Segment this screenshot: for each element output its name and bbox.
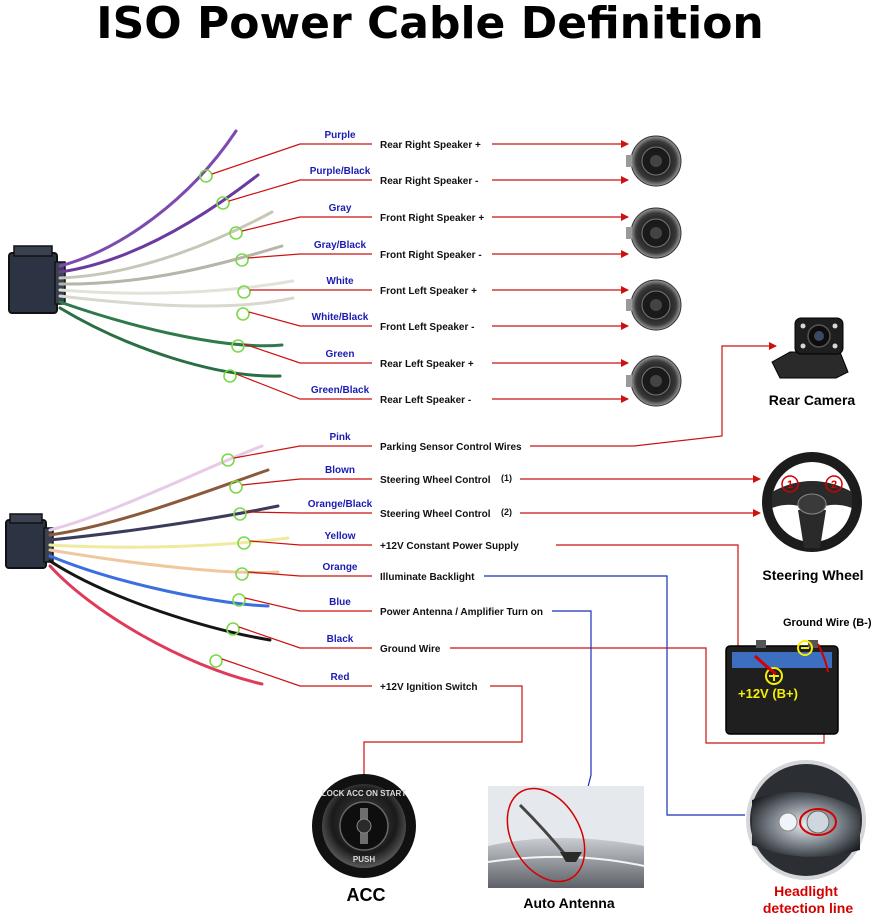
battery-icon	[725, 640, 839, 735]
speaker-icon	[626, 279, 682, 331]
speaker-icon	[626, 355, 682, 407]
auto-antenna-label: Auto Antenna	[523, 895, 614, 911]
page-title: ISO Power Cable Definition	[96, 0, 764, 49]
wire-color-label: Green/Black	[311, 385, 370, 396]
wire-marker	[223, 369, 237, 383]
wire-function-label: Power Antenna / Amplifier Turn on	[380, 607, 543, 618]
wire-color-label: White	[326, 276, 354, 287]
wire-marker	[199, 169, 213, 183]
wire-color-label: Black	[327, 634, 354, 645]
wire-color-label: Gray/Black	[314, 240, 367, 251]
battery-label: +12V (B+)	[738, 686, 798, 701]
wire-marker	[236, 307, 250, 321]
wire-color-label: Blue	[329, 597, 351, 608]
wire-marker	[221, 453, 235, 467]
wire-function-label: Parking Sensor Control Wires	[380, 442, 522, 453]
auto-antenna-image	[487, 786, 645, 888]
wire-color-label: White/Black	[312, 312, 369, 323]
wire-color-label: Orange/Black	[308, 499, 373, 510]
steering-wheel-label: Steering Wheel	[762, 567, 863, 583]
wire-color-label: Purple/Black	[310, 166, 371, 177]
headlight-label-line2: detection line	[763, 900, 853, 916]
wire-marker	[237, 285, 251, 299]
wire-function-label: Steering Wheel Control	[380, 509, 491, 520]
wire-function-label: Front Left Speaker +	[380, 286, 477, 297]
steering-wheel-icon: 1 2	[762, 452, 862, 552]
wire-function-label: Rear Right Speaker +	[380, 140, 481, 151]
wire-color-label: Yellow	[324, 531, 355, 542]
speaker-icon	[626, 207, 682, 259]
wire-marker	[229, 480, 243, 494]
power-connector	[5, 513, 54, 569]
wire-function-label: Ground Wire	[380, 644, 441, 655]
rear-camera-icon	[771, 317, 849, 379]
wire-color-label: Orange	[322, 562, 357, 573]
headlight-label-line1: Headlight	[774, 883, 838, 899]
wire-color-label: Blown	[325, 465, 355, 476]
svg-text:1: 1	[787, 479, 793, 491]
routing-lines	[360, 342, 825, 835]
svg-text:LOCK ACC ON START: LOCK ACC ON START	[322, 789, 407, 798]
acc-label: ACC	[347, 885, 386, 905]
wire-function-label: Rear Left Speaker -	[380, 395, 471, 406]
ignition-switch-icon: LOCK ACC ON START PUSH	[312, 774, 416, 878]
wire-function-suffix: (1)	[501, 473, 512, 483]
wire-marker	[231, 339, 245, 353]
wire-function-suffix: (2)	[501, 507, 512, 517]
wire-marker	[226, 622, 240, 636]
wire-function-label: +12V Ignition Switch	[380, 682, 478, 693]
wire-color-label: Pink	[329, 432, 351, 443]
wire-function-label: +12V Constant Power Supply	[380, 541, 519, 552]
wire-marker	[232, 593, 246, 607]
wire-function-label: Steering Wheel Control	[380, 475, 491, 486]
wire-marker	[233, 507, 247, 521]
svg-text:PUSH: PUSH	[353, 855, 375, 864]
svg-text:2: 2	[831, 479, 837, 491]
headlight-image	[746, 760, 866, 880]
power-wire-row: Yellow +12V Constant Power Supply	[237, 531, 519, 552]
wire-color-label: Gray	[329, 203, 352, 214]
wire-function-label: Rear Left Speaker +	[380, 359, 474, 370]
power-wires	[48, 444, 290, 686]
wire-function-label: Front Left Speaker -	[380, 322, 474, 333]
power-wire-row: Red +12V Ignition Switch	[209, 654, 478, 693]
wire-color-label: Green	[326, 349, 355, 360]
wire-marker	[235, 253, 249, 267]
speaker-icon	[626, 135, 682, 187]
wire-function-label: Front Right Speaker +	[380, 213, 484, 224]
rear-camera-label: Rear Camera	[769, 392, 856, 408]
wire-marker	[216, 196, 230, 210]
wire-marker	[235, 567, 249, 581]
wire-marker	[237, 536, 251, 550]
wire-function-label: Rear Right Speaker -	[380, 176, 478, 187]
wire-function-label: Illuminate Backlight	[380, 572, 475, 583]
wire-marker	[209, 654, 223, 668]
speakers	[626, 135, 682, 407]
speaker-connector	[8, 245, 66, 314]
wire-color-label: Red	[331, 672, 350, 683]
ground-wire-label: Ground Wire (B-)	[783, 617, 872, 629]
wire-marker	[229, 226, 243, 240]
wire-color-label: Purple	[324, 130, 356, 141]
wire-function-label: Front Right Speaker -	[380, 250, 482, 261]
speaker-wires	[58, 129, 295, 378]
